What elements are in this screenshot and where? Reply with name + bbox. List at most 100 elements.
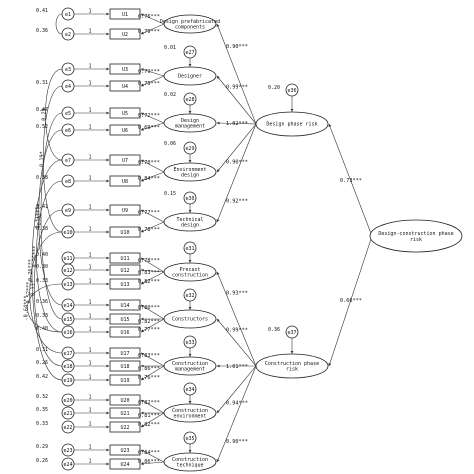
covariance-value-3: 0.31*** <box>35 207 41 229</box>
loading-value-U5: 0.72*** <box>138 113 160 119</box>
factor-error-label-e32: e32 <box>185 293 194 299</box>
fixed-one-e5: 1 <box>88 108 91 114</box>
fixed-one-e18: 1 <box>88 361 91 367</box>
factor-error-label-e31: e31 <box>185 246 194 252</box>
loading-value-U6: 0.69*** <box>138 125 160 131</box>
covariance-value-8: -0.64*** <box>24 296 30 321</box>
error-variance-e18: 0.26 <box>36 360 48 366</box>
error-label-e8: e8 <box>65 179 71 185</box>
structural-value-7: 1.01*** <box>226 364 248 370</box>
second-order-label-0: Design phase risk <box>266 122 317 128</box>
structural-value-1: 0.99*** <box>226 85 248 91</box>
indicator-label-U17: U17 <box>120 351 129 357</box>
indicator-box-U19 <box>109 374 141 386</box>
indicator-label-U7: U7 <box>122 158 128 164</box>
factor-ellipse-4 <box>163 212 217 232</box>
factor-ellipse-9 <box>163 452 217 472</box>
loading-path-U20 <box>140 399 165 414</box>
indicator-box-U4 <box>109 80 141 92</box>
error-variance-e5: 0.47 <box>36 107 48 113</box>
loading-value-U18: 0.86*** <box>138 366 160 372</box>
error-label-e16: e16 <box>63 330 72 336</box>
covariance-value-6: 0.26*** <box>28 259 34 281</box>
loading-value-U7: 0.70*** <box>138 160 160 166</box>
loading-value-U2: 0.79*** <box>138 29 160 35</box>
covariance-curve-2 <box>40 112 63 320</box>
indicator-label-U8: U8 <box>122 179 128 185</box>
structural-value-4: 0.92*** <box>226 198 248 204</box>
fixed-one-e12: 1 <box>88 265 91 271</box>
fixed-one-e13: 1 <box>88 279 91 285</box>
structural-path-4 <box>216 123 257 223</box>
covariance-value-0: 0.29 <box>42 108 48 121</box>
indicator-label-U11: U11 <box>120 256 129 262</box>
structural-path-8 <box>216 365 257 414</box>
factor-error-label-e28: e28 <box>185 97 194 103</box>
error-label-e9: e9 <box>65 208 71 214</box>
indicator-box-U11 <box>109 252 141 264</box>
fixed-one-e17: 1 <box>88 348 91 354</box>
fixed-one-e22: 1 <box>88 422 91 428</box>
factor-ellipse-1 <box>163 66 217 86</box>
indicator-box-U6 <box>109 124 141 136</box>
loading-path-U14 <box>140 304 165 320</box>
third-order-ellipse <box>369 219 463 253</box>
factor-error-variance-e29: 0.06 <box>164 141 176 147</box>
loading-value-U14: 0.80*** <box>138 305 160 311</box>
indicator-label-U23: U23 <box>120 448 129 454</box>
error-label-e7: e7 <box>65 158 71 164</box>
second-order-path-0 <box>328 123 373 237</box>
fixed-one-e15: 1 <box>88 314 91 320</box>
indicator-box-U21 <box>109 407 141 419</box>
structural-path-3 <box>216 123 257 173</box>
loading-value-U13: 0.82*** <box>138 279 160 285</box>
covariance-curve-7 <box>29 231 63 354</box>
structural-value-5: 0.93*** <box>226 291 248 297</box>
error-label-e21: e21 <box>63 411 72 417</box>
structural-path-6 <box>216 318 257 367</box>
loading-value-U9: 0.77*** <box>138 210 160 216</box>
fixed-one-e4: 1 <box>88 81 91 87</box>
structural-path-5 <box>216 271 257 367</box>
covariance-curve-3 <box>38 129 63 306</box>
factor-error-label-e33: e33 <box>185 340 194 346</box>
error-variance-e11: 0.40 <box>36 252 48 258</box>
loading-value-U19: 0.76*** <box>138 375 160 381</box>
indicator-label-U2: U2 <box>122 32 128 38</box>
second-order-ellipse-1 <box>255 353 329 379</box>
factor-error-label-e27: e27 <box>185 50 194 56</box>
loading-value-U22: 0.82*** <box>138 422 160 428</box>
loading-path-U23 <box>140 449 165 463</box>
loading-value-U3: 0.79*** <box>138 69 160 75</box>
indicator-label-U6: U6 <box>122 128 128 134</box>
indicator-label-U14: U14 <box>120 303 129 309</box>
fixed-one-e16: 1 <box>88 327 91 333</box>
error-label-e15: e15 <box>63 317 72 323</box>
error-variance-e16: 0.40 <box>36 326 48 332</box>
error-label-e19: e19 <box>63 378 72 384</box>
indicator-label-U3: U3 <box>122 67 128 73</box>
factor-error-label-e34: e34 <box>185 387 194 393</box>
covariance-value-5: 0.11* <box>30 280 36 296</box>
error-variance-e14: 0.36 <box>36 299 48 305</box>
structural-value-8: 0.94*** <box>226 401 248 407</box>
second-order-error-variance-e36: 0.20 <box>268 85 280 91</box>
loading-path-U12 <box>140 268 165 273</box>
indicator-box-U1 <box>109 8 141 20</box>
loading-value-U15: 0.82*** <box>138 319 160 325</box>
error-label-e6: e6 <box>65 128 71 134</box>
loading-value-U16: 0.77*** <box>138 327 160 333</box>
indicator-label-U13: U13 <box>120 282 129 288</box>
indicator-box-U2 <box>109 28 141 40</box>
indicator-label-U10: U10 <box>120 230 129 236</box>
factor-error-label-e29: e29 <box>185 146 194 152</box>
indicator-label-U19: U19 <box>120 378 129 384</box>
loading-path-U2 <box>140 23 165 35</box>
fixed-one-e2: 1 <box>88 29 91 35</box>
indicator-box-U14 <box>109 299 141 311</box>
indicator-label-U9: U9 <box>122 208 128 214</box>
indicator-label-U5: U5 <box>122 111 128 117</box>
